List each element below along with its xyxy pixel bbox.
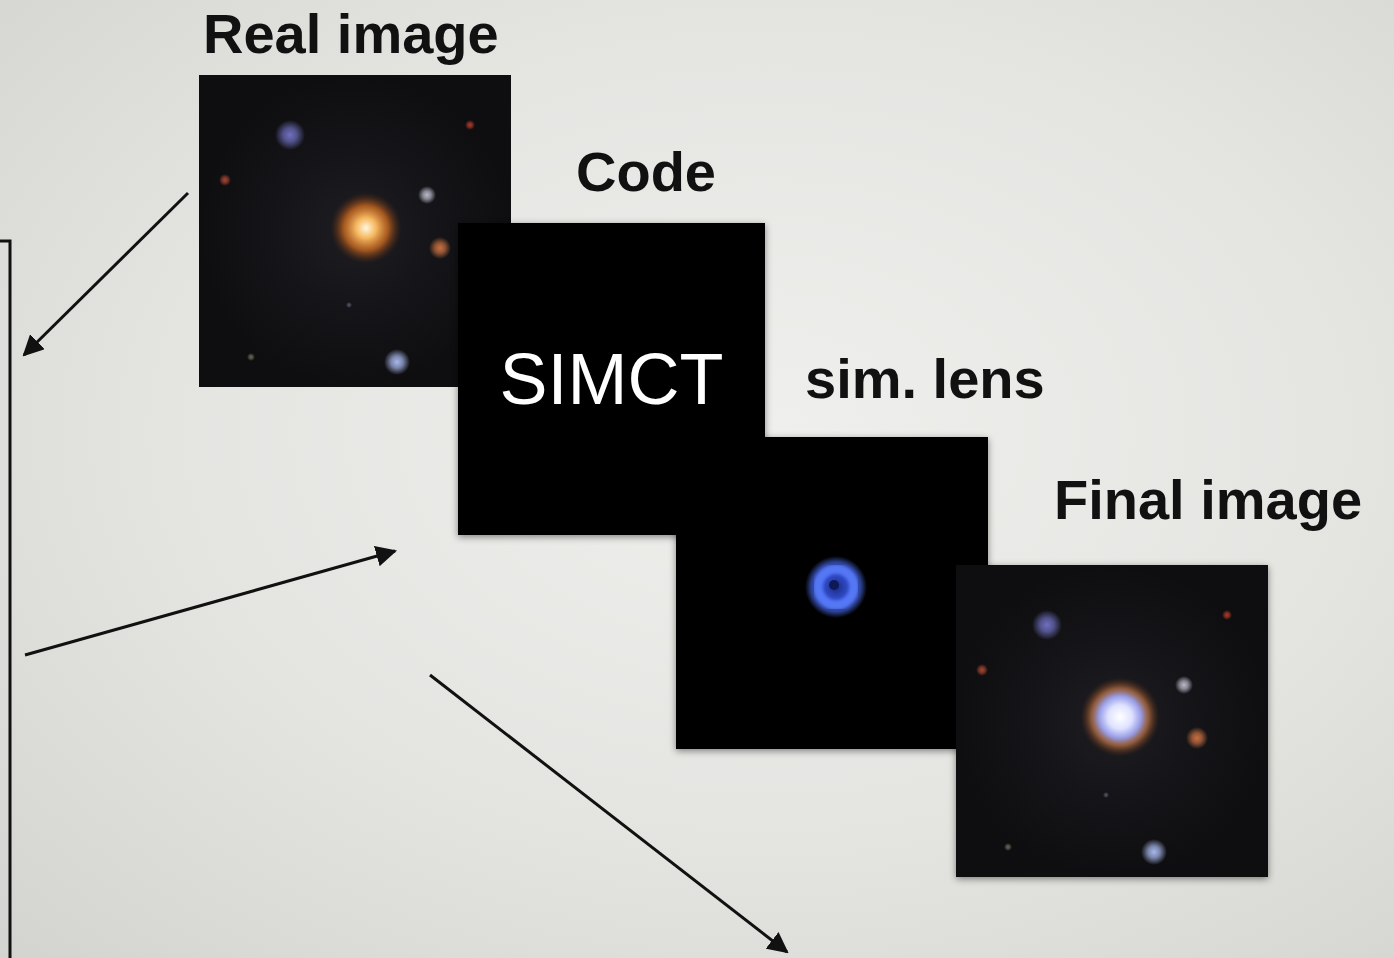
sky-object: [1141, 839, 1167, 865]
leader-arrow: [25, 551, 395, 655]
panel-heading: Final image: [1054, 468, 1362, 532]
sky-object: [1103, 792, 1109, 798]
panel-heading: Real image: [203, 2, 499, 66]
sky-object: [1186, 727, 1208, 749]
bracket-line: [0, 241, 10, 958]
lens-glow: [805, 556, 867, 618]
sky-object: [976, 664, 988, 676]
sky-object: [1222, 610, 1232, 620]
leader-arrow: [24, 193, 188, 355]
lens-ring-art: [676, 437, 988, 749]
sky-object: [1032, 610, 1062, 640]
sky-object: [418, 186, 436, 204]
sky-object: [247, 353, 255, 361]
sky-ground: [956, 565, 1268, 877]
sky-object: [465, 120, 475, 130]
code-name: SIMCT: [500, 338, 724, 421]
sky-object: [330, 192, 402, 264]
lens-core: [829, 580, 839, 590]
image-panel: Final image: [956, 565, 1268, 877]
lens-ring: [818, 569, 854, 605]
sky-object: [346, 302, 352, 308]
panel-heading: Code: [576, 140, 716, 204]
sim-lens-panel: sim. lens: [676, 437, 988, 749]
sky-object: [275, 120, 305, 150]
sky-object: [1004, 843, 1012, 851]
sky-object: [1080, 677, 1160, 757]
sky-image: [956, 565, 1268, 877]
panel-heading: sim. lens: [805, 347, 1045, 411]
sky-object: [429, 237, 451, 259]
sky-object: [384, 349, 410, 375]
sky-object: [1175, 676, 1193, 694]
sky-object: [219, 174, 231, 186]
